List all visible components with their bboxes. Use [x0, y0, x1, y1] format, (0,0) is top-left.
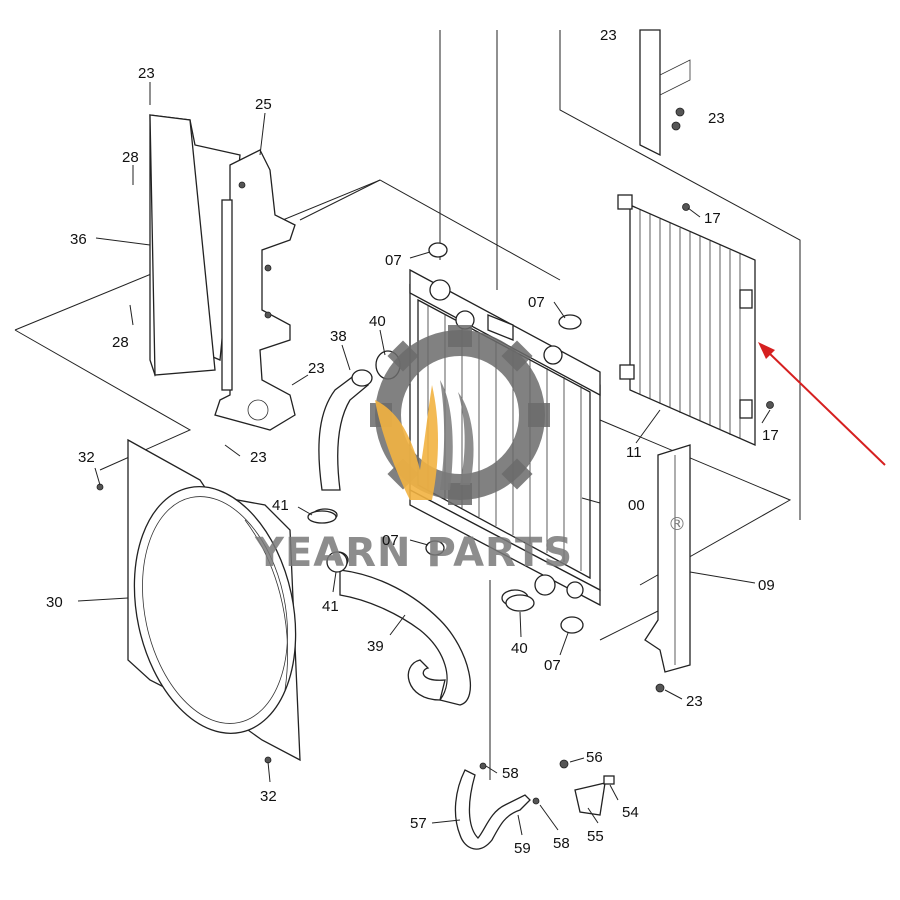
gear-icon [370, 325, 550, 505]
callout-07-lower-left: 07 [382, 532, 399, 549]
callout-23-top-right: 23 [600, 27, 617, 44]
callout-58-upper: 58 [502, 765, 519, 782]
drain-bracket [559, 759, 615, 816]
callout-17-top: 17 [704, 210, 721, 227]
callout-00: 00 [628, 497, 645, 514]
radiator-bracket [214, 149, 296, 431]
callout-54: 54 [622, 804, 639, 821]
registered-mark: ® [668, 514, 686, 535]
callout-25: 25 [255, 96, 272, 113]
callout-40-lower: 40 [511, 640, 528, 657]
callout-55: 55 [587, 828, 604, 845]
side-bracket [644, 444, 691, 693]
oil-cooler [617, 194, 774, 446]
callout-11: 11 [626, 444, 642, 461]
callout-23-bracket-bottom: 23 [250, 449, 267, 466]
callout-07-cap-left: 07 [385, 252, 402, 269]
flame-icon [375, 380, 474, 500]
drain-hose [454, 762, 540, 850]
callout-40-upper: 40 [369, 313, 386, 330]
callout-57: 57 [410, 815, 427, 832]
callout-labels: 23 23 23 25 28 36 28 07 07 17 40 38 23 2… [46, 27, 779, 857]
upper-right-bracket [639, 29, 691, 157]
callout-39: 39 [367, 638, 384, 655]
leader-lines [77, 82, 771, 836]
callout-23-bottom-right: 23 [686, 693, 703, 710]
callout-41-upper: 41 [272, 497, 289, 514]
hose-clamps [307, 510, 535, 612]
brand-watermark: YEARN PARTS ® [254, 325, 686, 576]
callout-28-upper: 28 [122, 149, 139, 166]
fan-shroud [96, 438, 301, 764]
radiator-caps [425, 242, 584, 634]
callout-07-cap-right: 07 [528, 294, 545, 311]
watermark-text: YEARN PARTS [254, 530, 573, 576]
callout-23-upper-right: 23 [708, 110, 725, 127]
callout-58-lower: 58 [553, 835, 570, 852]
radiator-core [409, 268, 601, 607]
callout-36: 36 [70, 231, 87, 248]
callout-41-lower: 41 [322, 598, 339, 615]
callout-32-bottom: 32 [260, 788, 277, 805]
callout-23-top: 23 [138, 65, 155, 82]
shroud-side-panel [149, 114, 241, 377]
callout-07-lower-right: 07 [544, 657, 561, 674]
assembly-outline-lines [14, 30, 801, 780]
highlight-arrow [758, 342, 886, 466]
callout-32-top: 32 [78, 449, 95, 466]
callout-23-mid: 23 [308, 360, 325, 377]
callout-38: 38 [330, 328, 347, 345]
callout-56: 56 [586, 749, 603, 766]
callout-59: 59 [514, 840, 531, 857]
callout-17-bottom: 17 [762, 427, 779, 444]
callout-09: 09 [758, 577, 775, 594]
callout-30: 30 [46, 594, 63, 611]
callout-28-lower: 28 [112, 334, 129, 351]
